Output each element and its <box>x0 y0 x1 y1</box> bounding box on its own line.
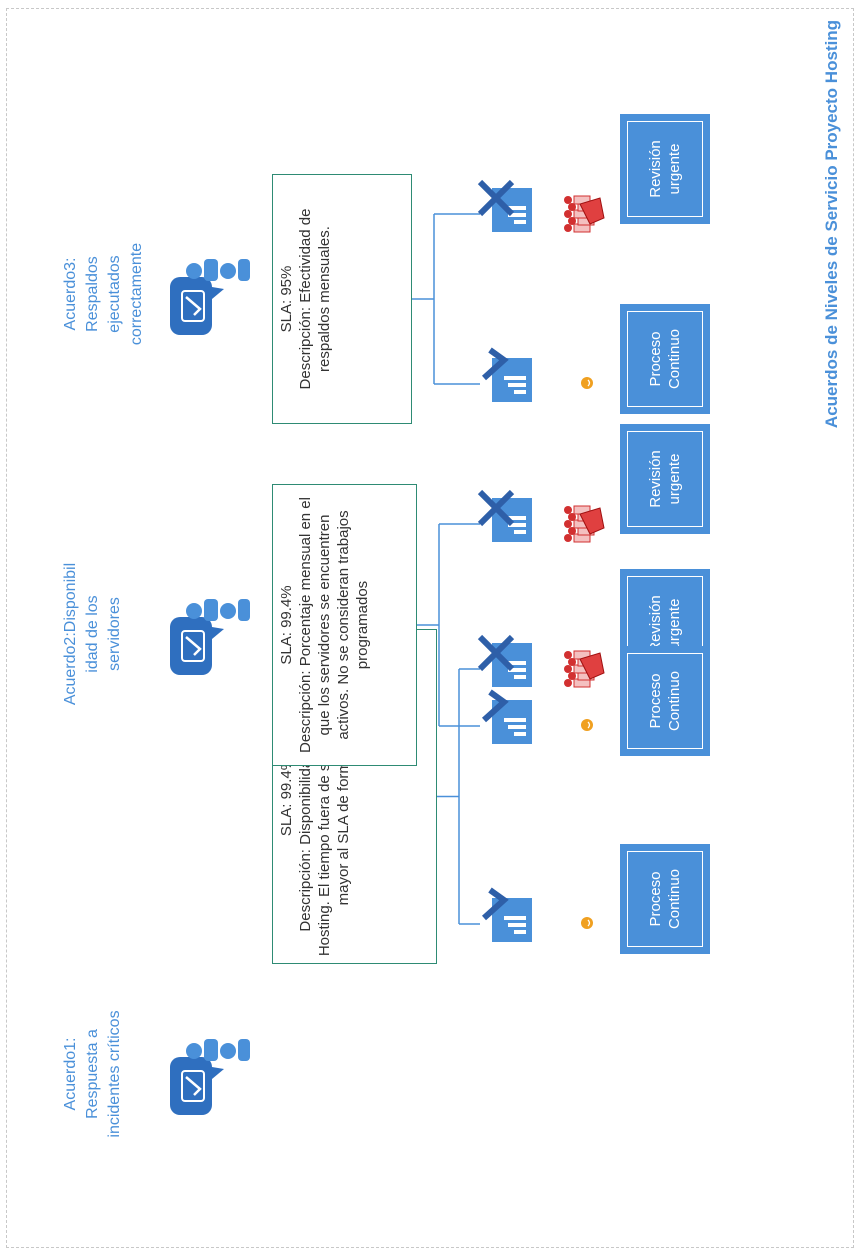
smiley-icon <box>580 916 599 930</box>
fail-action-box-label: Revisión urgente <box>647 140 683 198</box>
sla-title: SLA: 99.4% <box>278 585 295 665</box>
report-check-icon <box>478 344 543 404</box>
agreement-label-line: Acuerdo3: <box>62 257 79 331</box>
sla-box: SLA: 95%Descripción: Efectividad de resp… <box>272 174 412 424</box>
agreement-label: Acuerdo3: Respaldos ejecutados correctament… <box>60 194 148 394</box>
agreement-label: Acuerdo2:Disponibil idad de los servidores <box>60 534 126 734</box>
agreement-label-line: servidores <box>106 597 123 671</box>
ok-action-box-label: Proceso Continuo <box>647 670 683 732</box>
ok-action-box-frame: Proceso Continuo <box>627 653 703 749</box>
meeting-icon <box>160 249 255 339</box>
ok-action-box-frame: Proceso Continuo <box>627 311 703 407</box>
agreement-label-line: Respuesta a <box>84 1029 101 1119</box>
agreement-label-line: Acuerdo1: <box>62 1037 79 1111</box>
agreement-label-line: ejecutados <box>106 255 123 333</box>
report-cross-icon <box>477 629 543 689</box>
sla-connector <box>417 523 480 727</box>
ok-action-box-frame: Proceso Continuo <box>627 851 703 947</box>
ok-action-box-label: Proceso Continuo <box>647 328 683 390</box>
meeting-icon <box>160 1029 255 1119</box>
agreement-label-line: Respaldos <box>84 256 101 332</box>
alarm-people-icon <box>560 649 611 689</box>
fail-action-box: Revisión urgente <box>620 114 710 224</box>
agreement-label-line: Acuerdo2:Disponibil <box>62 562 79 706</box>
agreement-label: Acuerdo1: Respuesta a incidentes críticos <box>60 974 126 1174</box>
alarm-people-icon <box>560 504 611 544</box>
smiley-icon <box>580 376 599 390</box>
sla-description: Descripción: Efectividad de respaldos me… <box>297 208 333 390</box>
smiley-icon <box>580 718 599 732</box>
report-check-icon <box>478 884 543 944</box>
fail-action-box-frame: Revisión urgente <box>627 121 703 217</box>
report-check-icon <box>478 686 543 746</box>
alarm-people-icon <box>560 194 611 234</box>
fail-action-box: Revisión urgente <box>620 424 710 534</box>
agreement-label-line: incidentes críticos <box>106 1010 123 1138</box>
report-cross-icon <box>477 174 543 234</box>
sla-description: Descripción: Porcentaje mensual en el qu… <box>297 497 371 753</box>
sla-connector <box>412 213 480 385</box>
ok-action-box: Proceso Continuo <box>620 844 710 954</box>
sla-connector <box>437 668 480 925</box>
agreement-label-line: correctamente <box>128 242 145 346</box>
agreement-label-line: idad de los <box>84 595 101 673</box>
sla-title: SLA: 95% <box>278 265 295 333</box>
fail-action-box-frame: Revisión urgente <box>627 431 703 527</box>
ok-action-box-label: Proceso Continuo <box>647 868 683 930</box>
ok-action-box: Proceso Continuo <box>620 646 710 756</box>
meeting-icon <box>160 589 255 679</box>
ok-action-box: Proceso Continuo <box>620 304 710 414</box>
fail-action-box-label: Revisión urgente <box>647 450 683 508</box>
sla-box: SLA: 99.4%Descripción: Porcentaje mensua… <box>272 484 417 766</box>
report-cross-icon <box>477 484 543 544</box>
